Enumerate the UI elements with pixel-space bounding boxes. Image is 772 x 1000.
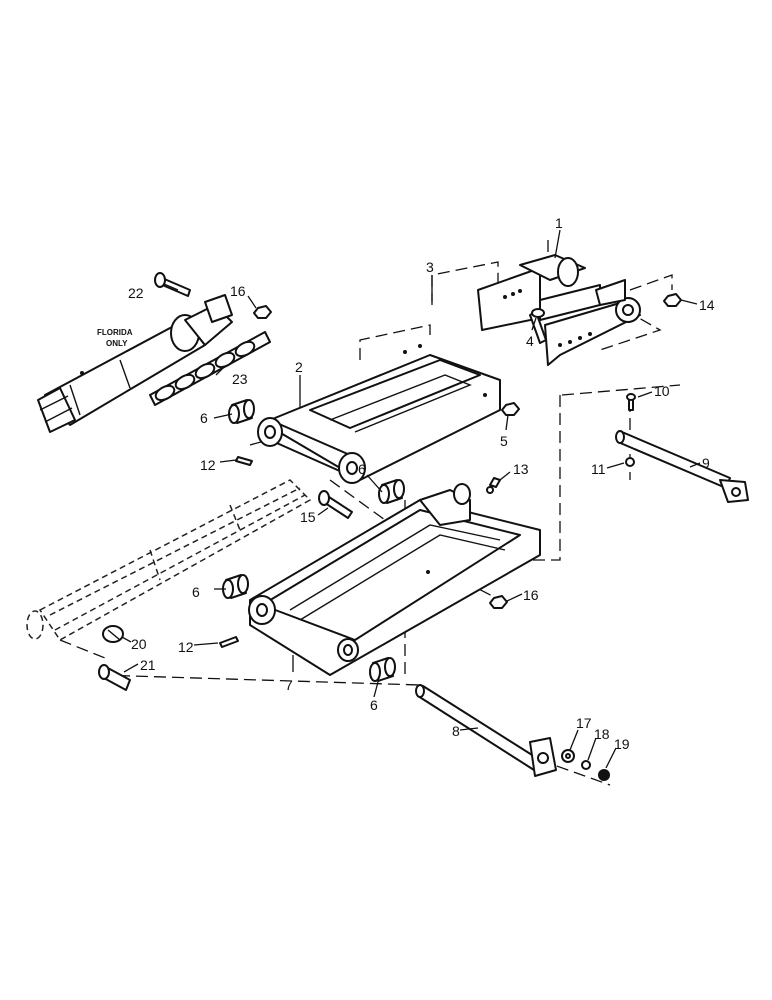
nut-11 [625, 457, 635, 467]
callout-16a: 16 [230, 283, 246, 299]
grease-fitting-12-lower [219, 636, 239, 648]
bolt-22 [154, 272, 191, 297]
callout-11: 11 [591, 461, 606, 477]
callout-5: 5 [500, 433, 508, 449]
nut-5 [501, 402, 520, 416]
pin-clip-20 [102, 625, 124, 643]
callout-6d: 6 [370, 697, 378, 713]
callout-labels: 1 2 3 4 5 6 6 6 6 7 8 9 10 11 12 12 13 1… [128, 215, 715, 752]
callout-18: 18 [594, 726, 610, 742]
pin-21 [98, 664, 131, 691]
callout-12a: 12 [200, 457, 216, 473]
note-line-2: ONLY [106, 339, 128, 348]
upper-pin [615, 430, 749, 503]
florida-cylinder [37, 294, 233, 433]
nut-14 [663, 293, 682, 307]
chain [149, 331, 271, 406]
washer-18 [581, 760, 591, 770]
callout-13: 13 [513, 461, 529, 477]
nut-16-lower [489, 595, 508, 609]
bolt-10 [626, 393, 636, 411]
callout-17: 17 [576, 715, 592, 731]
fitting-13 [486, 477, 501, 494]
grease-fitting-12-upper [235, 456, 253, 466]
bushing-upper-left [228, 399, 255, 424]
washer-17 [561, 749, 575, 763]
bolt-4 [529, 308, 547, 344]
phantom-cylinder [26, 479, 312, 641]
callout-4: 4 [526, 333, 534, 349]
nut-19 [598, 769, 610, 781]
callout-14: 14 [699, 297, 715, 313]
nut-16-upper [253, 305, 272, 319]
callout-10: 10 [654, 383, 670, 399]
callout-6b: 6 [358, 461, 366, 477]
callout-21: 21 [140, 657, 156, 673]
callout-20: 20 [131, 636, 147, 652]
callout-12b: 12 [178, 639, 194, 655]
note-line-1: FLORIDA [97, 328, 133, 337]
callout-15: 15 [300, 509, 316, 525]
callout-1: 1 [555, 215, 563, 231]
upper-link-arm [257, 344, 501, 484]
callout-6a: 6 [200, 410, 208, 426]
callout-23: 23 [232, 371, 248, 387]
callout-8: 8 [452, 723, 460, 739]
callout-16b: 16 [523, 587, 539, 603]
callout-6c: 6 [192, 584, 200, 600]
callout-19: 19 [614, 736, 630, 752]
bushings [222, 399, 405, 682]
fasteners [98, 272, 682, 781]
bushing-lower-right [369, 657, 396, 682]
callout-7: 7 [285, 677, 293, 693]
lower-pin [415, 684, 557, 777]
callout-2: 2 [295, 359, 303, 375]
florida-only-note: FLORIDA ONLY [97, 328, 133, 348]
callout-3: 3 [426, 259, 434, 275]
callout-9: 9 [702, 455, 710, 471]
bushing-mid [378, 479, 405, 504]
bushing-lower-left [222, 574, 249, 599]
pivot-bracket [477, 254, 641, 366]
leader-lines [121, 229, 701, 769]
callout-22: 22 [128, 285, 144, 301]
bolt-15 [318, 490, 353, 519]
lower-link-arm [248, 483, 541, 676]
